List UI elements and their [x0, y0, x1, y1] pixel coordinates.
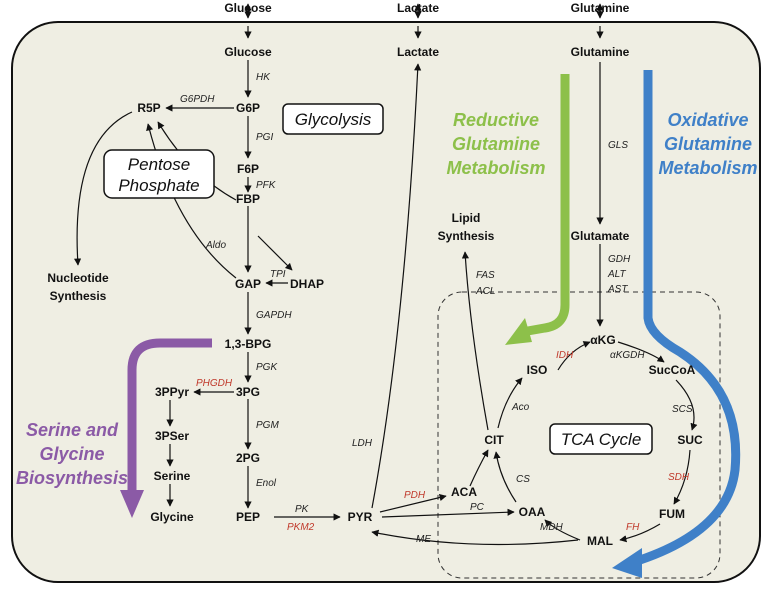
enzyme-gdh: GDH	[608, 254, 631, 265]
metabolite-akg: αKG	[590, 333, 615, 347]
enzyme-akgdh: αKGDH	[610, 350, 645, 361]
enzyme-scs: SCS	[672, 404, 693, 415]
enzymes: HK G6PDH PGI PFK Aldo TPI GAPDH PGK PHGD…	[180, 72, 693, 545]
external-glutamine: Glutamine	[571, 1, 630, 15]
metabolite-pep: PEP	[236, 510, 260, 524]
enzyme-ldh: LDH	[352, 438, 373, 449]
enzyme-fas: FAS	[476, 270, 495, 281]
enzyme-cs: CS	[516, 474, 530, 485]
enzyme-ast: AST	[607, 284, 628, 295]
pentose-phosphate-box: Pentose Phosphate	[103, 149, 215, 199]
reductive-title: Reductive Glutamine Metabolism	[446, 110, 545, 178]
nucleotide-label: Nucleotide	[47, 271, 109, 285]
svg-text:Glycine: Glycine	[39, 444, 104, 464]
metabolite-cit: CIT	[484, 433, 504, 447]
svg-text:Glutamine: Glutamine	[664, 134, 752, 154]
serine-biosynthesis-arrow	[120, 338, 212, 518]
tca-cycle-label: TCA Cycle	[561, 430, 642, 449]
reductive-glutamine-arrow	[505, 74, 570, 345]
svg-text:Metabolism: Metabolism	[446, 158, 545, 178]
metabolite-serine: Serine	[154, 469, 191, 483]
enzyme-pkm2: PKM2	[287, 522, 315, 533]
enzyme-pfk: PFK	[256, 180, 277, 191]
enzyme-tpi: TPI	[270, 269, 286, 280]
enzyme-pc: PC	[470, 502, 485, 513]
lipid-synthesis-label: Synthesis	[438, 229, 495, 243]
enzyme-phgdh: PHGDH	[196, 378, 233, 389]
enzyme-aldo: Aldo	[205, 240, 226, 251]
glycolysis-box: Glycolysis	[282, 103, 384, 135]
metabolite-suc: SUC	[677, 433, 703, 447]
enzyme-sdh: SDH	[668, 472, 690, 483]
tca-cycle-box: TCA Cycle	[549, 423, 653, 455]
svg-text:Oxidative: Oxidative	[667, 110, 748, 130]
metabolites: Glucose G6P R5P F6P FBP GAP DHAP 1,3-BPG…	[47, 45, 703, 548]
metabolite-dhap: DHAP	[290, 277, 324, 291]
metabolite-glutamate: Glutamate	[571, 229, 630, 243]
enzyme-idh: IDH	[556, 350, 574, 361]
metabolite-iso: ISO	[527, 363, 548, 377]
metabolite-glycine: Glycine	[150, 510, 194, 524]
metabolite-13bpg: 1,3-BPG	[225, 337, 272, 351]
enzyme-pdh: PDH	[404, 490, 426, 501]
metabolite-3pg: 3PG	[236, 385, 260, 399]
enzyme-pgm: PGM	[256, 420, 279, 431]
lipid-label: Lipid	[452, 211, 481, 225]
metabolite-fum: FUM	[659, 507, 685, 521]
metabolite-oaa: OAA	[519, 505, 546, 519]
metabolite-3ppyr: 3PPyr	[155, 385, 189, 399]
nucleotide-synthesis-label: Synthesis	[50, 289, 107, 303]
metabolite-lactate: Lactate	[397, 45, 439, 59]
enzyme-alt: ALT	[607, 269, 626, 280]
svg-text:Serine and: Serine and	[26, 420, 119, 440]
enzyme-me: ME	[416, 534, 431, 545]
enzyme-pgk: PGK	[256, 362, 278, 373]
external-glucose: Glucose	[224, 1, 272, 15]
metabolite-2pg: 2PG	[236, 451, 260, 465]
metabolite-glutamine: Glutamine	[571, 45, 630, 59]
enzyme-mdh: MDH	[540, 522, 564, 533]
enzyme-gapdh: GAPDH	[256, 310, 292, 321]
metabolite-fbp: FBP	[236, 192, 260, 206]
enzyme-gls: GLS	[608, 140, 628, 151]
metabolite-f6p: F6P	[237, 162, 259, 176]
oxidative-title: Oxidative Glutamine Metabolism	[658, 110, 757, 178]
metabolite-3pser: 3PSer	[155, 429, 189, 443]
external-lactate: Lactate	[397, 1, 439, 15]
reaction-arrows	[73, 3, 698, 546]
serine-title: Serine and Glycine Biosynthesis	[16, 420, 128, 488]
glycolysis-label: Glycolysis	[295, 110, 372, 129]
svg-text:Glutamine: Glutamine	[452, 134, 540, 154]
metabolite-gap: GAP	[235, 277, 261, 291]
svg-text:Metabolism: Metabolism	[658, 158, 757, 178]
metabolite-g6p: G6P	[236, 101, 260, 115]
enzyme-acl: ACL	[475, 286, 495, 297]
enzyme-hk: HK	[256, 72, 271, 83]
metabolite-r5p: R5P	[137, 101, 160, 115]
tca-region	[437, 291, 721, 579]
enzyme-fh: FH	[626, 522, 640, 533]
phosphate-label: Phosphate	[118, 176, 199, 195]
enzyme-pgi: PGI	[256, 132, 273, 143]
enzyme-pk: PK	[295, 504, 310, 515]
pentose-label: Pentose	[128, 155, 190, 174]
enzyme-enol: Enol	[256, 478, 277, 489]
svg-text:Biosynthesis: Biosynthesis	[16, 468, 128, 488]
metabolite-pyr: PYR	[348, 510, 373, 524]
enzyme-aco: Aco	[511, 402, 530, 413]
metabolite-succoa: SucCoA	[649, 363, 696, 377]
oxidative-glutamine-arrow	[612, 70, 741, 578]
metabolite-glucose: Glucose	[224, 45, 272, 59]
metabolite-aca: ACA	[451, 485, 477, 499]
metabolite-mal: MAL	[587, 534, 613, 548]
enzyme-g6pdh: G6PDH	[180, 94, 215, 105]
svg-text:Reductive: Reductive	[453, 110, 539, 130]
